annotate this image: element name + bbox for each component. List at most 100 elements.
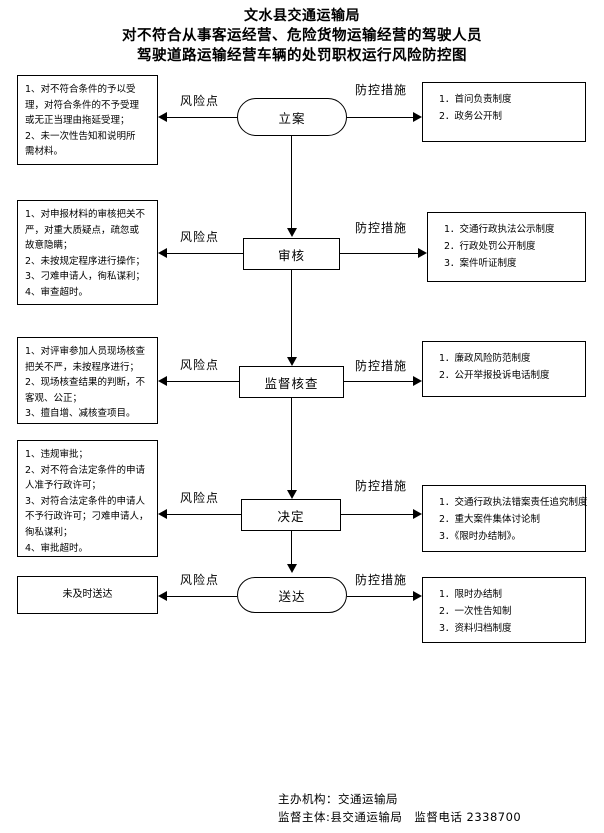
arrow-right-icon	[413, 591, 422, 601]
measure-box-5: 1．限时办结制 2．一次性告知制 3．资料归档制度	[422, 577, 586, 643]
risk-line: 3、刁难申请人，徇私谋利；	[25, 271, 146, 283]
risk-line: 严，对重大质疑点，疏忽或	[25, 224, 140, 236]
measure-line: 1．限时办结制	[439, 589, 503, 600]
risk-line: 1、对不符合条件的予以受	[25, 84, 136, 95]
title-org: 文水县交通运输局	[244, 8, 360, 24]
risk-line: 把关不严，未按程序进行；	[25, 361, 140, 373]
connector-risk-1	[167, 117, 237, 118]
risk-line: 3、对符合法定条件的申请人	[25, 495, 146, 507]
edge-label-risk-1: 风险点	[180, 94, 220, 108]
measure-box-2: 1．交通行政执法公示制度 2．行政处罚公开制度 3．案件听证制度	[427, 212, 586, 282]
connector-down-2	[291, 270, 292, 360]
edge-label-measure-3: 防控措施	[355, 359, 408, 373]
connector-measure-1	[347, 117, 413, 118]
flow-node-jueding[interactable]: 决定	[241, 499, 341, 531]
risk-line: 2、未一次性告知和说明所	[25, 130, 136, 142]
flow-node-shenhe[interactable]: 审核	[243, 238, 340, 270]
edge-label-risk-5: 风险点	[180, 573, 220, 587]
measure-line: 2．政务公开制	[439, 111, 503, 122]
edge-label-measure-4: 防控措施	[355, 479, 408, 493]
risk-line: 客观、公正；	[25, 392, 83, 404]
measure-line: 1．廉政风险防范制度	[439, 353, 531, 364]
flow-node-label: 监督核查	[264, 375, 319, 391]
edge-label-measure-5: 防控措施	[355, 573, 408, 587]
measure-line: 1．交通行政执法错案责任追究制度	[439, 497, 588, 508]
connector-down-1	[291, 136, 292, 231]
arrow-down-icon	[287, 490, 297, 499]
connector-risk-2	[167, 253, 243, 254]
arrow-left-icon	[158, 591, 167, 601]
connector-down-4	[291, 531, 292, 567]
arrow-left-icon	[158, 509, 167, 519]
edge-label-risk-4: 风险点	[180, 491, 220, 505]
connector-measure-5	[347, 596, 413, 597]
arrow-right-icon	[413, 112, 422, 122]
measure-line: 2．一次性告知制	[439, 606, 512, 617]
measure-line: 3．《限时办结制》。	[439, 531, 522, 542]
risk-line: 2、未按规定程序进行操作；	[25, 255, 146, 267]
measure-box-4: 1．交通行政执法错案责任追究制度 2．重大案件集体讨论制 3．《限时办结制》。	[422, 485, 588, 552]
flow-node-label: 送达	[278, 588, 306, 604]
connector-measure-4	[341, 514, 413, 515]
footer-organizer: 主办机构：交通运输局	[278, 792, 398, 806]
measure-line: 3．案件听证制度	[444, 258, 517, 269]
connector-down-3	[291, 398, 292, 493]
connector-risk-4	[167, 514, 241, 515]
risk-line: 4、审批超时。	[25, 542, 89, 554]
flow-node-label: 审核	[277, 247, 305, 263]
arrow-left-icon	[158, 112, 167, 122]
risk-line: 不予行政许可；刁难申请人，	[25, 511, 149, 523]
measure-line: 3．资料归档制度	[439, 623, 512, 634]
risk-line: 人准予行政许可；	[25, 480, 102, 492]
arrow-right-icon	[413, 509, 422, 519]
risk-line: 故意隐瞒；	[25, 240, 73, 252]
risk-line: 需材料。	[25, 146, 64, 158]
arrow-right-icon	[413, 376, 422, 386]
measure-line: 2．行政处罚公开制度	[444, 241, 536, 252]
connector-measure-3	[344, 381, 413, 382]
arrow-right-icon	[418, 248, 427, 258]
risk-line: 未及时送达	[62, 589, 113, 601]
measure-line: 1．首问负责制度	[439, 94, 512, 105]
risk-line: 1、对评审参加人员现场核查	[25, 346, 146, 357]
measure-box-3: 1．廉政风险防范制度 2．公开举报投诉电话制度	[422, 341, 586, 397]
arrow-left-icon	[158, 376, 167, 386]
flow-node-jiandu-hecha[interactable]: 监督核查	[239, 366, 344, 398]
risk-line: 徇私谋利；	[25, 526, 73, 538]
risk-line: 2、对不符合法定条件的申请	[25, 464, 146, 476]
flow-node-label: 立案	[278, 110, 306, 126]
flow-node-lian[interactable]: 立案	[237, 98, 347, 136]
risk-box-3: 1、对评审参加人员现场核查 把关不严，未按程序进行； 2、现场核查结果的判断，不…	[17, 337, 158, 424]
footer: 主办机构：交通运输局 监督主体:县交通运输局 监督电话 2338700	[278, 790, 521, 826]
measure-box-1: 1．首问负责制度 2．政务公开制	[422, 82, 586, 142]
risk-box-4: 1、违规审批； 2、对不符合法定条件的申请 人准予行政许可； 3、对符合法定条件…	[17, 440, 158, 557]
risk-line: 2、现场核查结果的判断，不	[25, 377, 146, 389]
connector-measure-2	[340, 253, 418, 254]
risk-line: 1、对申报材料的审核把关不	[25, 209, 146, 220]
connector-risk-3	[167, 381, 239, 382]
title-line-2: 对不符合从事客运经营、危险货物运输经营的驾驶人员	[122, 28, 482, 44]
measure-line: 2．公开举报投诉电话制度	[439, 370, 550, 381]
risk-line: 理，对符合条件的不予受理	[25, 99, 140, 111]
measure-line: 2．重大案件集体讨论制	[439, 514, 541, 525]
edge-label-risk-3: 风险点	[180, 358, 220, 372]
risk-box-1: 1、对不符合条件的予以受 理，对符合条件的不予受理 或无正当理由拖延受理； 2、…	[17, 75, 158, 165]
risk-box-5: 未及时送达	[17, 576, 158, 614]
arrow-down-icon	[287, 228, 297, 237]
flow-node-label: 决定	[277, 508, 305, 524]
measure-line: 1．交通行政执法公示制度	[444, 224, 555, 235]
page-title: 文水县交通运输局 对不符合从事客运经营、危险货物运输经营的驾驶人员 驾驶道路运输…	[0, 6, 604, 66]
risk-line: 或无正当理由拖延受理；	[25, 115, 130, 127]
risk-line: 3、擅自增、减核查项目。	[25, 408, 136, 420]
risk-box-2: 1、对申报材料的审核把关不 严，对重大质疑点，疏忽或 故意隐瞒； 2、未按规定程…	[17, 200, 158, 305]
edge-label-measure-1: 防控措施	[355, 83, 408, 97]
risk-line: 1、违规审批；	[25, 449, 89, 460]
footer-supervisor: 监督主体:县交通运输局 监督电话 2338700	[278, 810, 522, 824]
connector-risk-5	[167, 596, 237, 597]
arrow-down-icon	[287, 564, 297, 573]
title-line-3: 驾驶道路运输经营车辆的处罚职权运行风险防控图	[137, 48, 467, 64]
arrow-left-icon	[158, 248, 167, 258]
flow-node-songda[interactable]: 送达	[237, 577, 347, 613]
arrow-down-icon	[287, 357, 297, 366]
edge-label-measure-2: 防控措施	[355, 221, 408, 235]
